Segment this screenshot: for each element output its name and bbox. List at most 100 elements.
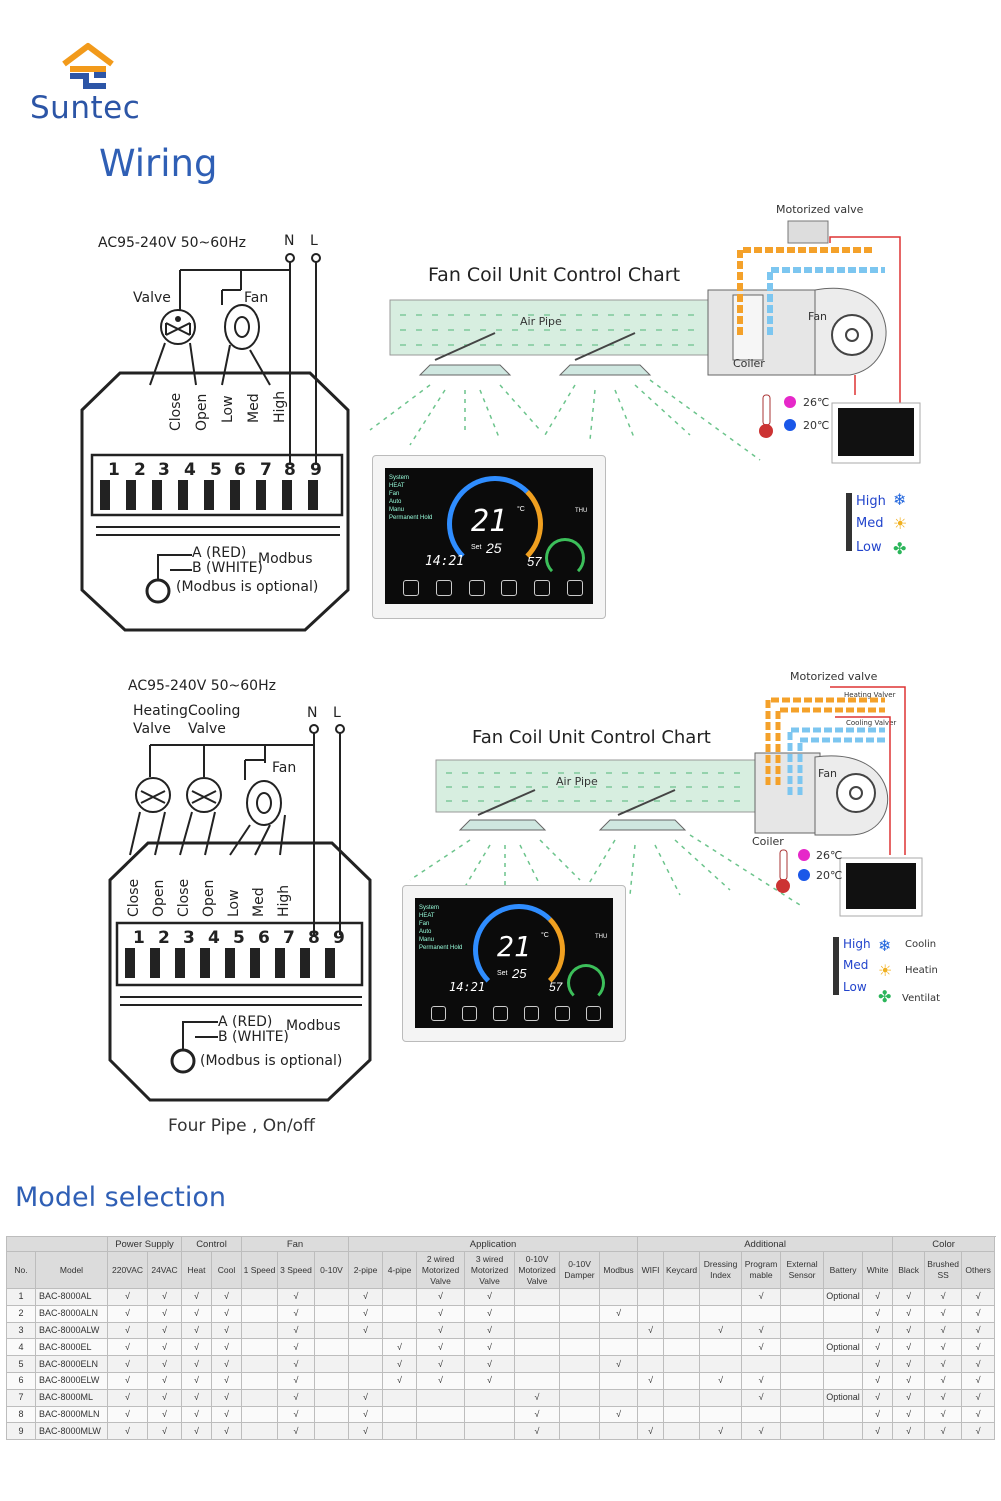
table-cell: √ [961, 1321, 996, 1340]
table-cell [464, 1405, 516, 1424]
heating-valve-icon [135, 777, 171, 813]
table-cell: √ [348, 1304, 384, 1323]
table-cell: √ [181, 1371, 212, 1390]
table-cell: √ [514, 1405, 561, 1424]
table-cell [313, 1355, 350, 1373]
fan-button-icon[interactable] [435, 580, 452, 596]
air-pipe-label-2: Air Pipe [556, 775, 598, 788]
model-cell: BAC-8000MLN [35, 1405, 108, 1424]
table-cell [559, 1321, 601, 1340]
snowflake-icon-2: ❄ [878, 936, 891, 955]
table-cell [241, 1288, 278, 1306]
table-cell [241, 1321, 278, 1340]
power-button-icon[interactable] [403, 580, 419, 596]
fan-unit-icon [831, 314, 873, 356]
model-cell: BAC-8000ALN [35, 1304, 108, 1323]
table-cell [663, 1288, 701, 1306]
table-cell: √ [862, 1338, 894, 1357]
svg-text:2: 2 [134, 460, 146, 480]
table-cell: Optional [823, 1288, 864, 1306]
clock-button-icon[interactable] [501, 580, 518, 596]
thermostat-buttons-2 [431, 1006, 601, 1021]
table-cell: √ [211, 1422, 242, 1441]
terminal-label-low-2: Low [226, 889, 242, 917]
fan-unit-label-2: Fan [818, 767, 837, 780]
table-cell: 1 [6, 1288, 36, 1306]
wiring-diagram-2: AC95-240V 50~60Hz N L Heating Valve Cool… [108, 670, 940, 1136]
table-cell: √ [741, 1338, 782, 1357]
down-button-icon[interactable] [566, 580, 583, 596]
speed-low-label: Low [856, 540, 882, 555]
svg-text:9: 9 [310, 460, 322, 480]
table-cell [514, 1321, 561, 1340]
thermostat-buttons [403, 580, 583, 596]
table-cell [559, 1355, 601, 1373]
table-cell: √ [147, 1304, 182, 1323]
table-cell [823, 1371, 864, 1390]
temp-high-label: 26℃ [803, 396, 829, 409]
svg-text:3: 3 [183, 928, 195, 948]
table-cell [382, 1388, 418, 1407]
terminal-label-close-1: Close [126, 879, 142, 917]
set-label-2: Set [497, 970, 508, 977]
table-cell: √ [277, 1405, 315, 1424]
table-cell: √ [348, 1321, 384, 1340]
model-cell: BAC-8000MLW [35, 1422, 108, 1441]
table-cell: √ [961, 1388, 996, 1407]
speed-med-label-2: Med [843, 958, 868, 972]
column-header-cell: Black [892, 1251, 926, 1289]
table-cell: √ [464, 1288, 516, 1306]
table-cell [241, 1405, 278, 1424]
table-cell [514, 1355, 561, 1373]
table-cell: √ [862, 1288, 894, 1306]
table-cell [699, 1405, 743, 1424]
neutral-terminal [285, 253, 295, 263]
up-button-icon[interactable] [555, 1006, 570, 1021]
group-header-cell: Color [892, 1236, 996, 1252]
table-cell: √ [147, 1288, 182, 1306]
mode-button-icon[interactable] [468, 580, 485, 596]
table-cell: √ [107, 1422, 148, 1441]
power-button-icon[interactable] [431, 1006, 446, 1021]
weekday: THU [575, 508, 588, 514]
group-header-cell [6, 1236, 108, 1252]
table-cell [780, 1304, 825, 1323]
clock-button-icon[interactable] [524, 1006, 539, 1021]
table-cell: √ [211, 1388, 242, 1407]
up-button-icon[interactable] [534, 580, 551, 596]
table-cell [348, 1338, 384, 1357]
speed-low-label-2: Low [843, 980, 867, 994]
terminal-label-low: Low [220, 395, 236, 423]
mode-button-icon[interactable] [493, 1006, 508, 1021]
table-cell [559, 1405, 601, 1424]
table-cell: √ [862, 1321, 894, 1340]
column-header-cell: WIFI [637, 1251, 665, 1289]
fan-button-icon[interactable] [462, 1006, 477, 1021]
modbus-optional-label: (Modbus is optional) [176, 579, 318, 595]
table-cell: √ [961, 1304, 996, 1323]
table-cell [514, 1338, 561, 1357]
table-cell [416, 1388, 466, 1407]
sun-icon-2: ☀ [878, 961, 892, 980]
down-button-icon[interactable] [586, 1006, 601, 1021]
humidity-2: 57 [549, 980, 563, 994]
column-header-cell: 24VAC [147, 1251, 182, 1289]
column-header-cell: External Sensor [780, 1251, 825, 1289]
table-cell: √ [211, 1371, 242, 1390]
fan-motor-icon-2 [246, 780, 282, 826]
modbus-label-2: Modbus [286, 1018, 341, 1034]
table-cell: √ [107, 1304, 148, 1323]
current-temp-2: 21 [497, 930, 531, 963]
table-cell [780, 1288, 825, 1306]
thermometer-icon-2 [779, 849, 788, 881]
table-cell: √ [181, 1304, 212, 1323]
column-header-cell: White [862, 1251, 894, 1289]
table-cell [823, 1321, 864, 1340]
table-cell: √ [862, 1371, 894, 1390]
svg-text:5: 5 [210, 460, 222, 480]
model-cell: BAC-8000EL [35, 1338, 108, 1357]
temp-low-label-2: 20℃ [816, 869, 842, 882]
